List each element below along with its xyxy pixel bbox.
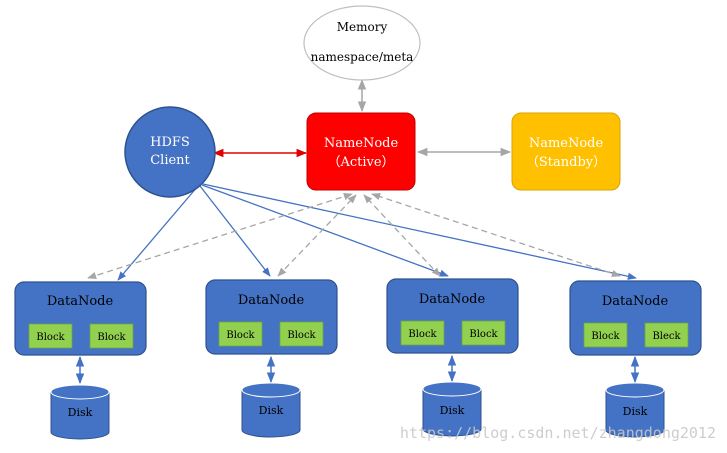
disk-4-top bbox=[605, 382, 665, 398]
disk-2-top bbox=[241, 382, 301, 398]
datanode3-namenode-heartbeat bbox=[363, 194, 441, 277]
disk-1-label: Disk bbox=[68, 406, 93, 419]
disk-3-body bbox=[422, 389, 482, 437]
datanode-2-block-1-label: Block bbox=[226, 330, 255, 341]
datanode-4: DataNode Block Bleck bbox=[569, 280, 702, 356]
client-datanode1-arrow bbox=[117, 185, 199, 281]
datanode-4-label: DataNode bbox=[602, 294, 669, 309]
hdfs-client-circle bbox=[124, 106, 216, 198]
datanode2-namenode-heartbeat bbox=[277, 194, 357, 277]
namenode-active-line2: （Active） bbox=[327, 155, 394, 170]
disk-1-top bbox=[50, 384, 110, 400]
disk-4: Disk bbox=[605, 382, 665, 438]
datanode-1-block-2 bbox=[89, 323, 134, 349]
client-datanode3-arrow bbox=[201, 184, 449, 277]
disk-4-label: Disk bbox=[623, 405, 648, 418]
datanode-2-block-1 bbox=[218, 321, 263, 347]
namenode-active-line1: NameNode bbox=[324, 136, 399, 151]
disk-2-body bbox=[241, 390, 301, 438]
datanode-1-label: DataNode bbox=[47, 294, 114, 309]
datanode-2: DataNode Block Block bbox=[205, 279, 338, 355]
namenode-active-box bbox=[306, 112, 416, 191]
datanode-3-block-2-label: Block bbox=[469, 329, 498, 340]
datanode-3: DataNode Block Block bbox=[386, 278, 519, 354]
datanode-4-block-1 bbox=[583, 322, 628, 348]
datanode-2-block-2 bbox=[279, 321, 324, 347]
datanode-3-block-1-label: Block bbox=[408, 329, 437, 340]
namenode-active: NameNode （Active） bbox=[306, 112, 416, 191]
memory-title: Memory bbox=[337, 20, 388, 34]
datanode-4-block-1-label: Block bbox=[591, 331, 620, 342]
disk-3-top bbox=[422, 381, 482, 397]
namenode-standby-box bbox=[511, 112, 621, 191]
datanode-4-block-2-label: Bleck bbox=[652, 331, 681, 342]
datanode-3-block-2 bbox=[461, 320, 506, 346]
namenode-standby-line2: （Standby） bbox=[526, 155, 606, 170]
disk-1-body bbox=[50, 392, 110, 440]
disk-3: Disk bbox=[422, 381, 482, 437]
datanode-2-label: DataNode bbox=[238, 293, 305, 308]
namenode-standby-line1: NameNode bbox=[529, 136, 604, 151]
disk-2-label: Disk bbox=[259, 404, 284, 417]
memory-subtitle: namespace/meta bbox=[311, 50, 414, 64]
datanode-1-block-1-label: Block bbox=[36, 332, 65, 343]
datanode-1-block-2-label: Block bbox=[97, 332, 126, 343]
datanode-1-block-1 bbox=[28, 323, 73, 349]
datanode-1: DataNode Block Block bbox=[14, 281, 147, 356]
datanode1-namenode-heartbeat bbox=[87, 193, 353, 279]
disk-2: Disk bbox=[241, 382, 301, 438]
hdfs-client-line2: Client bbox=[150, 153, 190, 168]
memory-ellipse bbox=[303, 5, 421, 81]
datanode-4-block-2 bbox=[644, 322, 689, 348]
client-datanode4-arrow bbox=[202, 183, 637, 280]
watermark: https://blog.csdn.net/zhangdong2012 bbox=[400, 424, 716, 442]
datanode-3-label: DataNode bbox=[419, 292, 486, 307]
disk-4-body bbox=[605, 390, 665, 438]
hdfs-client-line1: HDFS bbox=[150, 135, 190, 150]
hdfs-client-node: HDFS Client bbox=[124, 106, 216, 198]
datanode4-namenode-heartbeat bbox=[371, 193, 621, 277]
memory-node: Memory namespace/meta bbox=[303, 5, 421, 81]
datanode-3-block-1 bbox=[400, 320, 445, 346]
disk-3-label: Disk bbox=[440, 404, 465, 417]
disk-1: Disk bbox=[50, 384, 110, 440]
datanode-2-block-2-label: Block bbox=[287, 330, 316, 341]
namenode-standby: NameNode （Standby） bbox=[511, 112, 621, 191]
